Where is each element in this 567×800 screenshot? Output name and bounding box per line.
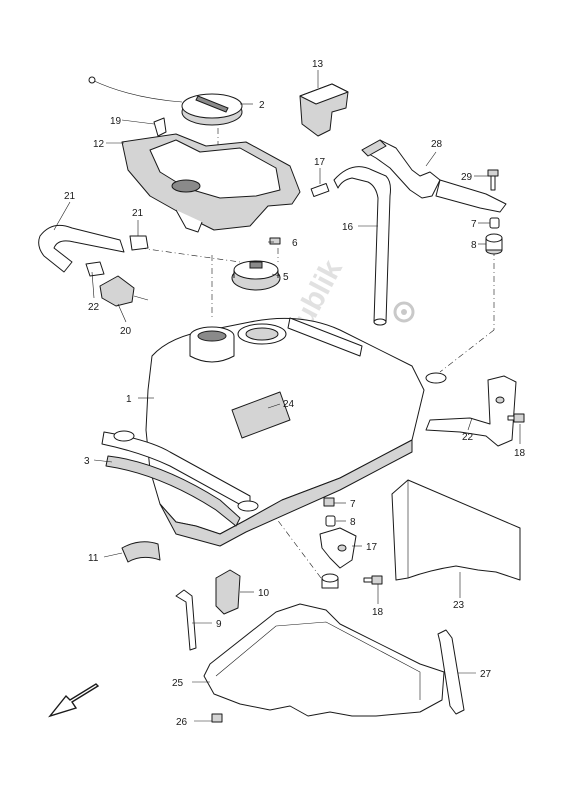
callout-24: 24 (283, 399, 295, 410)
part-27-band (437, 629, 465, 715)
callout-19: 20 (120, 326, 132, 337)
callout-7-right: 7 (471, 219, 477, 230)
callout-20: 21 (64, 191, 76, 202)
part-21-clip-upper (129, 235, 149, 251)
part-20-hose (38, 224, 125, 273)
callout-13: 13 (312, 59, 324, 70)
part-25-under-cover (203, 603, 445, 717)
callout-2: 2 (259, 100, 265, 111)
part-28-tube (361, 139, 507, 213)
part-15-hose (333, 166, 391, 326)
part-9-tube (175, 589, 197, 651)
callout-15: 16 (342, 222, 354, 233)
gear-icon (393, 301, 415, 323)
part-6-bolt (323, 497, 335, 507)
callout-7-lower: 8 (350, 517, 356, 528)
part-29-screw (487, 169, 499, 191)
callout-17: 17 (366, 542, 378, 553)
part-26-screw (211, 713, 223, 723)
callout-3: 3 (84, 456, 90, 467)
part-3-strap (105, 455, 241, 527)
callout-25: 25 (172, 678, 184, 689)
callout-12: 12 (93, 139, 105, 150)
callout-21-lower: 22 (88, 302, 100, 313)
part-5-screw (269, 237, 281, 245)
callout-9: 9 (216, 619, 222, 630)
callout-18-lower: 18 (372, 607, 384, 618)
part-11-cushion (121, 541, 161, 563)
part-7-collar-right (489, 217, 500, 229)
part-21-clip-lower (85, 261, 105, 277)
callout-8-right: 8 (471, 240, 477, 251)
part-24-label-plate (231, 391, 291, 439)
callout-26: 26 (176, 717, 188, 728)
part-7-collar-lower (325, 515, 336, 527)
callout-1: 1 (126, 394, 132, 405)
callout-29: 29 (461, 172, 473, 183)
part-4-fuel-pump (231, 260, 281, 291)
part-1-fuel-tank (101, 317, 447, 547)
part-22-bracket (425, 375, 517, 447)
callout-6: 7 (350, 499, 356, 510)
callout-labels: 2 19 12 13 17 16 28 29 7 8 21 21 22 20 6… (64, 59, 526, 728)
part-14-clip (153, 117, 167, 137)
callout-5: 6 (292, 238, 298, 249)
part-8-grommet (485, 233, 503, 255)
part-17-bracket (319, 527, 357, 569)
callout-21-upper: 21 (132, 208, 144, 219)
callout-22: 22 (462, 432, 474, 443)
callout-4: 5 (283, 272, 289, 283)
part-12-filler-tray (121, 133, 301, 233)
callout-11: 11 (88, 553, 99, 564)
arrow-down-left-icon (48, 683, 100, 718)
part-13-bracket (299, 83, 349, 137)
callout-10: 10 (258, 588, 270, 599)
part-2-fuel-cap (88, 76, 243, 126)
alignment-lines (139, 128, 495, 591)
callout-27: 27 (480, 669, 492, 680)
part-10-pad (215, 569, 241, 615)
callout-14: 19 (110, 116, 122, 127)
callout-18-right: 18 (514, 448, 526, 459)
part-23-heat-shield (391, 479, 521, 581)
callout-28: 28 (431, 139, 443, 150)
part-8-grommet-lower (321, 573, 339, 589)
part-16-nipple (310, 183, 330, 197)
part-18-bolt-right (507, 413, 525, 423)
callout-23: 23 (453, 600, 465, 611)
callout-16: 17 (314, 157, 326, 168)
leader-lines (53, 70, 521, 722)
part-19-valve (99, 275, 149, 307)
part-18-bolt-lower (363, 575, 383, 585)
